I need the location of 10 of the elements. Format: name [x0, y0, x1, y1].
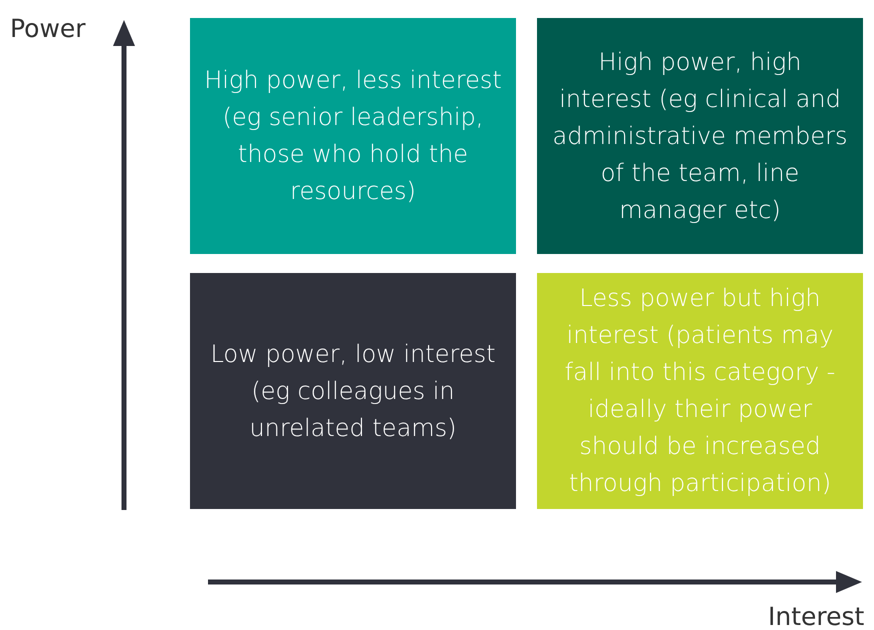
axis-label: Power	[10, 14, 86, 43]
quadrant-text: High power, high interest (eg clinical and administrative members of the team, line manager etc)	[552, 46, 848, 226]
quadrant-box	[190, 18, 516, 254]
quadrant-box	[537, 273, 863, 509]
quadrant-box	[537, 18, 863, 254]
quadrant-text: Low power, low interest (eg colleagues in unrelated teams)	[209, 338, 496, 444]
axis-label: Interest	[768, 602, 864, 630]
quadrant-text: Less power but high interest (patients may fall into this category - ideally their power should be increased through participation)	[564, 283, 836, 499]
quadrant-box	[190, 273, 516, 509]
quadrant-text: High power, less interest (eg senior leadership, those who hold the resources)	[204, 65, 502, 207]
